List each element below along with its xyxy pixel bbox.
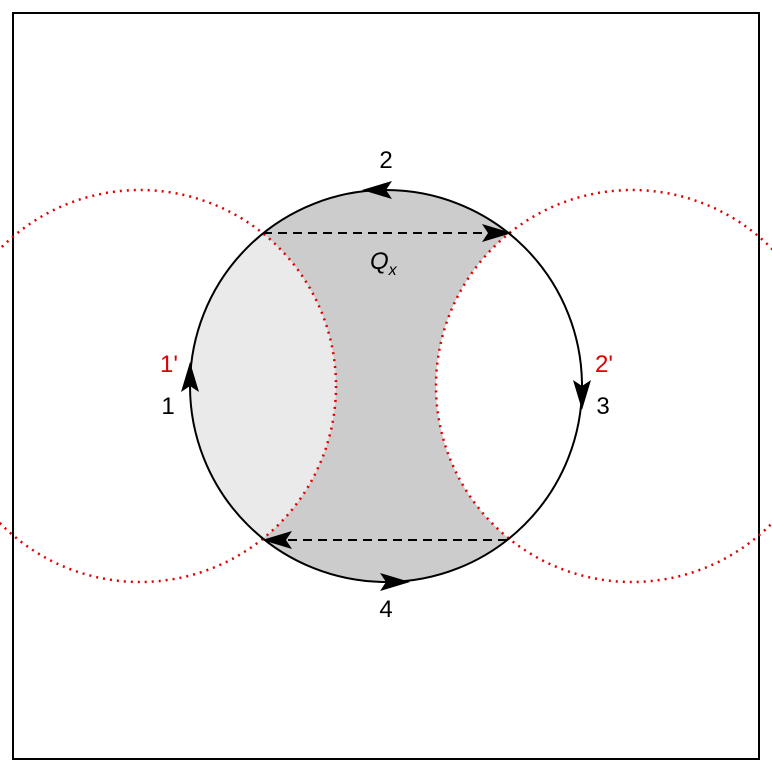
left-region-fill (190, 190, 336, 582)
shaded-regions (190, 190, 582, 582)
heat-label-subscript: x (388, 262, 398, 279)
label-right: 3 (596, 393, 609, 420)
heat-label: Qx (370, 248, 398, 279)
bottom-cycle-arrow (380, 573, 410, 591)
right-cycle-arrow (573, 380, 591, 410)
label-left: 1 (161, 393, 174, 420)
label-right-prime: 2' (595, 351, 613, 378)
label-bottom: 4 (379, 596, 392, 623)
left-dotted-circle (0, 188, 338, 584)
top-cycle-arrow (362, 181, 392, 199)
label-top: 2 (379, 147, 392, 174)
label-left-prime: 1' (160, 351, 178, 378)
frame-border (12, 12, 760, 760)
left-cycle-arrow (181, 362, 199, 392)
heat-label-main: Q (370, 248, 389, 275)
bottom-dashed-arrow (262, 531, 292, 549)
top-dashed-arrow (482, 224, 512, 242)
right-region-fill (436, 190, 582, 582)
